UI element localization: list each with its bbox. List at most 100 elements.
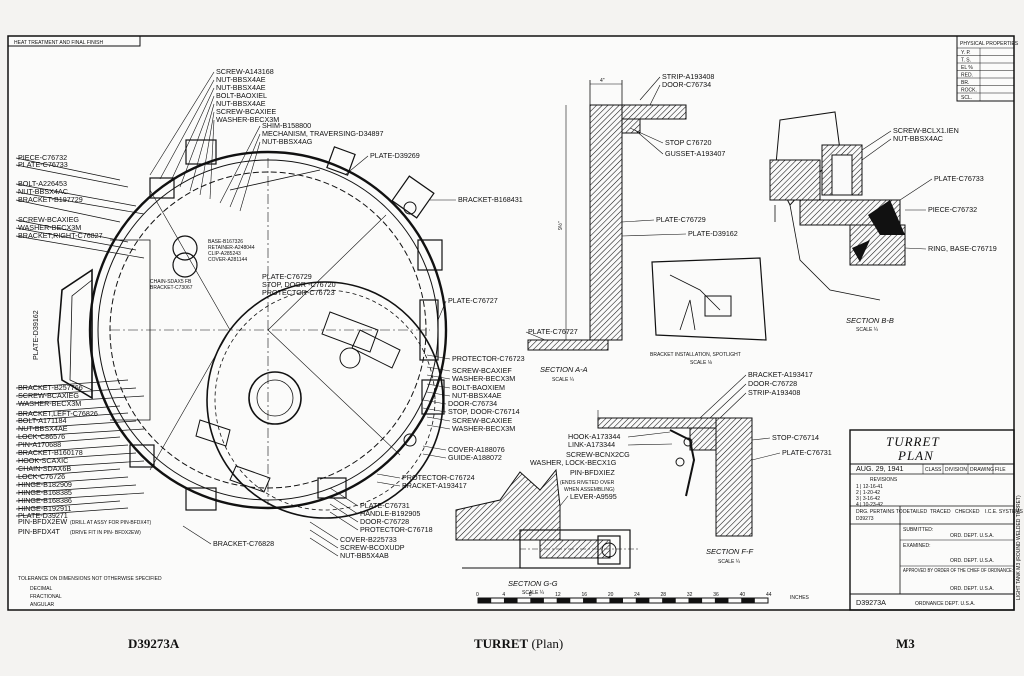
pp-row-label: EL % <box>961 65 973 71</box>
caption-model: M3 <box>896 636 915 651</box>
leader-line <box>559 495 569 507</box>
section-f-callout-6: PLATE-C76731 <box>782 448 832 457</box>
right-callout-4: NUT-BBSX4AE <box>452 391 502 400</box>
bottom-callout-2: DOOR-C76728 <box>360 517 409 526</box>
left-callouts: PIECE-C76732PLATE-C76733BOLT-A226453NUT-… <box>15 153 145 520</box>
leader-line <box>329 495 359 515</box>
left-callout-23: HINGE-B168386 <box>18 496 72 505</box>
inner-callouts: PLATE-D39269BRACKET-B168431PLATE-C76729S… <box>150 151 523 321</box>
scale-segment <box>583 598 597 603</box>
title-block-col-1: TRACED <box>930 509 951 515</box>
approved-label: APPROVED BY ORDER OF THE CHIEF OF ORDNAN… <box>903 568 1013 574</box>
leader-line <box>15 428 145 438</box>
section-b-drawing <box>769 111 906 301</box>
section-b-callout-1: NUT-BBSX4AC <box>893 134 943 143</box>
pp-row-label: T. S. <box>961 58 971 64</box>
section-b-callout-2: PLATE-C76733 <box>934 174 984 183</box>
bottom-callout-7: BRACKET-C76828 <box>213 539 274 548</box>
scale-segment <box>504 598 518 603</box>
title-block-header-0: CLASS <box>925 467 942 473</box>
leader-line <box>15 219 129 243</box>
leader-line <box>376 481 401 487</box>
section-b-callout-0: SCREW-BCLX1.IEN <box>893 126 959 135</box>
left-callout-22: HINGE-B168385 <box>18 488 72 497</box>
leader-line <box>426 374 451 380</box>
leader-line <box>709 383 747 419</box>
leader-line <box>15 444 129 454</box>
section-g-callout-5: LEVER-A9595 <box>570 492 617 501</box>
left-callout-5: SCREW-BCAXIEG <box>18 215 79 224</box>
tolerance-row: ANGULAR <box>30 602 55 608</box>
scale-segment <box>478 598 492 603</box>
leader-line <box>15 235 145 259</box>
scale-tick-label: 8 <box>529 592 532 598</box>
scale-segment <box>609 598 623 603</box>
left-callout-11: WASHER-BECX3M <box>18 399 81 408</box>
scale-tick-label: 4 <box>502 592 505 598</box>
pin-1-note: (DRILL AT ASSY FOR PIN-BFDX4T) <box>70 520 152 526</box>
section-a-title: SECTION A-A <box>540 365 588 374</box>
heat-treatment-box: HEAT TREATMENT AND FINAL FINISH <box>7 35 141 47</box>
inner-callout-0: PLATE-D39269 <box>370 151 420 160</box>
leader-line <box>621 219 655 223</box>
revision-row: 3 | 3-16-42 <box>856 496 880 502</box>
leader-line <box>426 383 451 389</box>
left-callout-7: BRACKET,RIGHT-C76827 <box>18 231 103 240</box>
leader-line <box>149 71 215 176</box>
leader-line <box>15 507 129 517</box>
inner-callout-4: PROTECTOR-C76723 <box>262 288 335 297</box>
submitted-value: ORD. DEPT. U.S.A. <box>950 533 994 539</box>
examined-label: EXAMINED: <box>903 543 931 549</box>
inner-callout-9: COVER-A281144 <box>208 257 247 263</box>
section-f-callout-5: STOP-C76714 <box>772 433 819 442</box>
leader-line <box>861 130 892 151</box>
right-callout-12: BRACKET-A193417 <box>402 481 467 490</box>
leader-line <box>219 125 261 204</box>
leader-line <box>15 500 121 510</box>
left-callout-9: BRACKET-B257766 <box>18 383 83 392</box>
inner-callout-5: PLATE-C76727 <box>448 296 498 305</box>
leader-line <box>329 511 359 531</box>
title-block-col-0: DETAILED <box>903 509 927 515</box>
left-callout-14: NUT-BBSX4AE <box>18 424 68 433</box>
leader-line <box>15 199 121 223</box>
leader-line <box>426 424 451 430</box>
scale-tick-label: 28 <box>661 592 667 598</box>
leader-line <box>229 133 261 208</box>
pp-row-label: RED. <box>961 73 973 79</box>
section-a-callout-2: STOP C76720 <box>665 138 711 147</box>
section-f-drawing <box>597 410 753 537</box>
leader-line <box>422 407 447 413</box>
left-callout-25: PLATE-D39271 <box>18 511 68 520</box>
leader-line <box>15 405 121 415</box>
left-callout-15: LOCK-C86576 <box>18 432 65 441</box>
leader-line <box>15 164 129 188</box>
leader-line <box>179 95 215 188</box>
scale-segment <box>557 598 571 603</box>
section-f-callout-4: LINK-A173344 <box>568 440 615 449</box>
title-block-header-3: FILE <box>995 467 1006 473</box>
revision-row: 2 | 1-20-42 <box>856 490 880 496</box>
examined-value: ORD. DEPT. U.S.A. <box>950 558 994 564</box>
leader-line <box>376 473 401 479</box>
pertains-value: D39273 <box>856 516 874 522</box>
leader-line <box>199 111 215 196</box>
leader-line <box>904 247 927 250</box>
bottom-callout-6: NUT-BB5X4AB <box>340 551 389 560</box>
leader-line <box>344 155 369 176</box>
turret-plan-view <box>57 139 448 519</box>
caption-title-bold: TURRET <box>474 636 529 651</box>
bottom-callout-5: SCREW-BCOXUDP <box>340 543 405 552</box>
title-date: AUG. 29, 1941 <box>856 464 904 473</box>
plate-d39162-label: PLATE-D39162 <box>31 310 40 360</box>
leader-line <box>699 374 747 419</box>
top-callout-7: SHIM-B158800 <box>262 121 311 130</box>
scale-tick-label: 12 <box>555 592 561 598</box>
section-g-callout-0: SCREW-BCNX2CG <box>566 450 630 459</box>
left-callout-12: BRACKET,LEFT-C76826 <box>18 409 98 418</box>
top-callout-6: WASHER-BECX3M <box>216 115 279 124</box>
right-callout-7: SCREW-BCAXIEE <box>452 416 512 425</box>
submitted-label: SUBMITTED: <box>903 527 933 533</box>
leader-line <box>639 76 661 101</box>
top-callouts: SCREW-A143168NUT-BBSX4AENUT-BBSX4AEBOLT-… <box>149 67 384 212</box>
